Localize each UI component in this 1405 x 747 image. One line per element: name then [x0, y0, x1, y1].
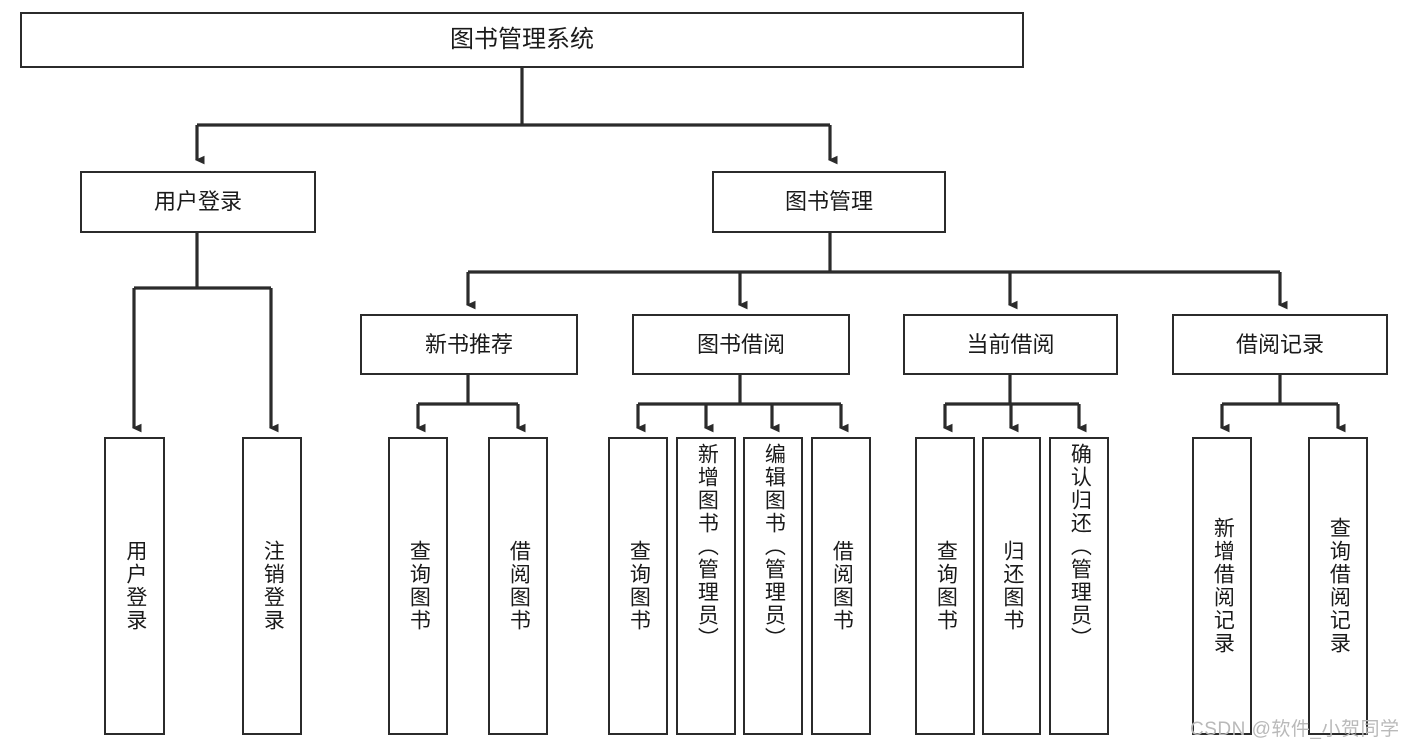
- node-label-leaf-edit-book-admin: 编辑图书（管理员）: [762, 443, 786, 650]
- node-leaf-return-book[interactable]: 归还图书: [982, 437, 1041, 735]
- node-label-leaf-query-book-2: 查询图书: [627, 540, 651, 632]
- node-leaf-add-borrow-record[interactable]: 新增借阅记录: [1192, 437, 1252, 735]
- node-label-leaf-confirm-return-admin: 确认归还（管理员）: [1068, 443, 1092, 650]
- node-book-management[interactable]: 图书管理: [712, 171, 946, 233]
- node-root-book-management-system[interactable]: 图书管理系统: [20, 12, 1024, 68]
- node-label-leaf-borrow-book-1: 借阅图书: [507, 540, 531, 632]
- node-leaf-edit-book-admin[interactable]: 编辑图书（管理员）: [743, 437, 803, 735]
- node-leaf-borrow-book-1[interactable]: 借阅图书: [488, 437, 548, 735]
- node-leaf-query-book-1[interactable]: 查询图书: [388, 437, 448, 735]
- watermark-text: CSDN @软件_小贺同学: [1190, 719, 1400, 740]
- node-current-borrowing[interactable]: 当前借阅: [903, 314, 1118, 375]
- node-label-book-management: 图书管理: [784, 189, 873, 215]
- node-label-leaf-query-book-3: 查询图书: [934, 540, 958, 632]
- node-leaf-query-borrow-record[interactable]: 查询借阅记录: [1308, 437, 1368, 735]
- node-leaf-query-book-2[interactable]: 查询图书: [608, 437, 668, 735]
- node-leaf-confirm-return-admin[interactable]: 确认归还（管理员）: [1049, 437, 1109, 735]
- node-label-user-login: 用户登录: [153, 189, 242, 215]
- node-leaf-user-login[interactable]: 用户登录: [104, 437, 165, 735]
- node-leaf-add-book-admin[interactable]: 新增图书（管理员）: [676, 437, 736, 735]
- node-label-leaf-user-login: 用户登录: [123, 540, 147, 632]
- node-label-borrowing-records: 借阅记录: [1235, 331, 1324, 357]
- node-leaf-query-book-3[interactable]: 查询图书: [915, 437, 975, 735]
- node-label-leaf-query-book-1: 查询图书: [407, 540, 431, 632]
- node-label-leaf-query-borrow-record: 查询借阅记录: [1327, 517, 1351, 655]
- node-leaf-borrow-book-2[interactable]: 借阅图书: [811, 437, 871, 735]
- node-label-root: 图书管理系统: [450, 25, 594, 53]
- node-leaf-logout[interactable]: 注销登录: [242, 437, 302, 735]
- node-borrowing-records[interactable]: 借阅记录: [1172, 314, 1388, 375]
- node-label-leaf-add-borrow-record: 新增借阅记录: [1211, 517, 1235, 655]
- node-new-book-recommendation[interactable]: 新书推荐: [360, 314, 578, 375]
- node-label-book-borrowing: 图书借阅: [696, 331, 785, 357]
- node-label-leaf-borrow-book-2: 借阅图书: [830, 540, 854, 632]
- node-label-leaf-logout: 注销登录: [261, 540, 285, 632]
- node-label-leaf-add-book-admin: 新增图书（管理员）: [695, 443, 719, 650]
- node-label-current-borrowing: 当前借阅: [966, 331, 1055, 357]
- node-book-borrowing[interactable]: 图书借阅: [632, 314, 850, 375]
- node-label-new-book-recommendation: 新书推荐: [424, 331, 513, 357]
- node-label-leaf-return-book: 归还图书: [1000, 540, 1024, 632]
- node-user-login[interactable]: 用户登录: [80, 171, 316, 233]
